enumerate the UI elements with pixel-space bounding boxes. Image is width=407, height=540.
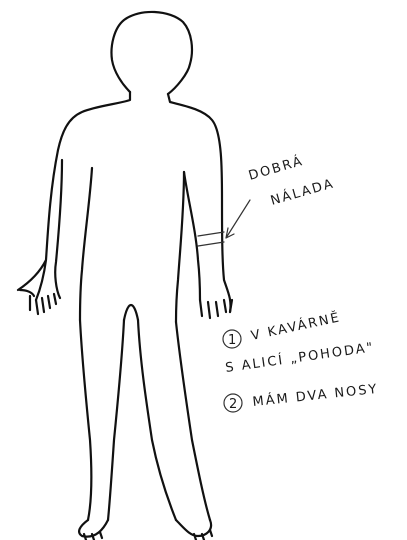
right-leg [138, 320, 210, 520]
wrist-band [198, 232, 224, 246]
left-side-outline [18, 92, 130, 300]
torso-right [176, 172, 184, 322]
right-hand [200, 300, 232, 318]
head-outline [112, 12, 192, 94]
pointer-arrow [226, 200, 250, 238]
note1-line2: S ALICÍ „POHODA" [224, 339, 375, 376]
mood-label-line1: DOBRÁ [247, 153, 306, 184]
note2-number: 2 [229, 397, 239, 412]
left-foot [79, 520, 108, 540]
mood-label-line2: NÁLADA [269, 175, 337, 208]
note1-line1: V KAVÁRNĚ [250, 309, 343, 344]
note2-line1: MÁM DVA NOSY [252, 381, 379, 410]
right-foot [176, 520, 212, 540]
crotch [124, 305, 138, 320]
torso-left [80, 168, 92, 320]
left-inner-arm [55, 160, 62, 298]
note1-number: 1 [228, 333, 238, 348]
left-leg [80, 320, 124, 520]
